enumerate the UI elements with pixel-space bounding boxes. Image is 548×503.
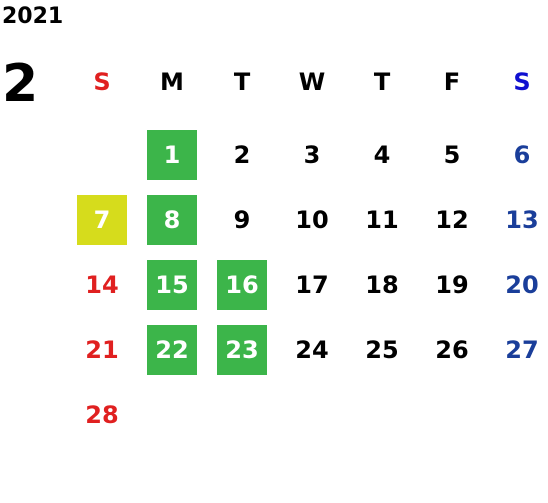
weekday-header: S bbox=[93, 68, 111, 96]
day-cell[interactable]: 7 bbox=[67, 188, 137, 252]
day-cell[interactable]: 22 bbox=[137, 318, 207, 382]
weekday-header: S bbox=[513, 68, 531, 96]
day-number: 6 bbox=[513, 141, 531, 169]
day-cell[interactable]: 12 bbox=[417, 188, 487, 252]
day-number: 7 bbox=[77, 195, 127, 245]
day-cell[interactable]: 5 bbox=[417, 123, 487, 187]
day-cell[interactable]: 16 bbox=[207, 253, 277, 317]
day-cell[interactable]: 25 bbox=[347, 318, 417, 382]
day-cell[interactable]: 10 bbox=[277, 188, 347, 252]
day-number: 13 bbox=[505, 206, 539, 234]
day-cell[interactable]: 26 bbox=[417, 318, 487, 382]
day-cell[interactable]: 23 bbox=[207, 318, 277, 382]
day-cell[interactable]: 15 bbox=[137, 253, 207, 317]
day-cell[interactable]: 21 bbox=[67, 318, 137, 382]
day-number: 16 bbox=[217, 260, 267, 310]
month-number: 2 bbox=[2, 54, 39, 114]
day-cell[interactable]: 13 bbox=[487, 188, 548, 252]
day-number: 17 bbox=[295, 271, 329, 299]
weekday-header: F bbox=[443, 68, 461, 96]
day-number: 24 bbox=[295, 336, 329, 364]
day-number: 9 bbox=[233, 206, 251, 234]
day-number: 2 bbox=[233, 141, 251, 169]
day-number: 14 bbox=[85, 271, 119, 299]
day-number: 23 bbox=[217, 325, 267, 375]
day-number: 27 bbox=[505, 336, 539, 364]
day-number: 26 bbox=[435, 336, 469, 364]
day-number: 22 bbox=[147, 325, 197, 375]
day-cell[interactable]: 8 bbox=[137, 188, 207, 252]
day-number: 5 bbox=[443, 141, 461, 169]
day-cell[interactable]: 28 bbox=[67, 383, 137, 447]
day-number: 19 bbox=[435, 271, 469, 299]
day-cell[interactable]: 9 bbox=[207, 188, 277, 252]
weekday-header: T bbox=[373, 68, 391, 96]
weekday-header: W bbox=[298, 68, 326, 96]
day-cell[interactable]: 1 bbox=[137, 123, 207, 187]
day-cell[interactable]: 14 bbox=[67, 253, 137, 317]
day-number: 21 bbox=[85, 336, 119, 364]
day-number: 1 bbox=[147, 130, 197, 180]
day-number: 15 bbox=[147, 260, 197, 310]
day-number: 28 bbox=[85, 401, 119, 429]
day-number: 20 bbox=[505, 271, 539, 299]
day-number: 18 bbox=[365, 271, 399, 299]
day-cell[interactable]: 3 bbox=[277, 123, 347, 187]
day-cell[interactable]: 18 bbox=[347, 253, 417, 317]
day-cell[interactable]: 20 bbox=[487, 253, 548, 317]
day-number: 12 bbox=[435, 206, 469, 234]
day-cell[interactable]: 4 bbox=[347, 123, 417, 187]
day-cell[interactable]: 24 bbox=[277, 318, 347, 382]
day-number: 8 bbox=[147, 195, 197, 245]
day-number: 4 bbox=[373, 141, 391, 169]
day-cell[interactable]: 17 bbox=[277, 253, 347, 317]
day-number: 11 bbox=[365, 206, 399, 234]
day-cell[interactable]: 27 bbox=[487, 318, 548, 382]
day-cell[interactable]: 2 bbox=[207, 123, 277, 187]
day-number: 25 bbox=[365, 336, 399, 364]
day-number: 3 bbox=[303, 141, 321, 169]
year-label: 2021 bbox=[2, 4, 64, 29]
day-cell[interactable]: 19 bbox=[417, 253, 487, 317]
day-number: 10 bbox=[295, 206, 329, 234]
weekday-header: M bbox=[160, 68, 184, 96]
weekday-header: T bbox=[233, 68, 251, 96]
day-cell[interactable]: 11 bbox=[347, 188, 417, 252]
day-cell[interactable]: 6 bbox=[487, 123, 548, 187]
